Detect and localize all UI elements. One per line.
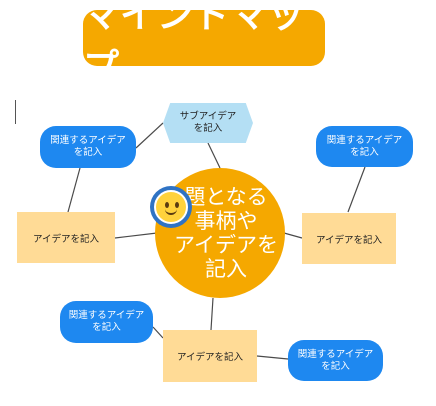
sub-idea-node[interactable]: サブアイデア を記入 <box>163 103 253 143</box>
connector-center-left <box>114 232 158 239</box>
connector-center-right <box>283 232 303 239</box>
connector-right-related <box>347 166 366 213</box>
idea-node-bottom[interactable]: アイデアを記入 <box>163 330 257 382</box>
connector-left-related <box>67 167 81 213</box>
connector-bottom-right-related <box>256 355 289 360</box>
idea-node-right[interactable]: アイデアを記入 <box>302 213 396 264</box>
connector-sub-related <box>135 122 164 149</box>
connector-center-sub <box>207 142 221 169</box>
connector-bottom-left-related <box>152 326 164 339</box>
related-idea-node-bottom-right[interactable]: 関連するアイデア を記入 <box>288 340 383 381</box>
related-idea-node-top-left[interactable]: 関連するアイデア を記入 <box>40 126 136 168</box>
page-title: マインドマップ <box>83 0 325 88</box>
connector-center-bottom <box>210 297 214 331</box>
related-idea-node-top-right[interactable]: 関連するアイデア を記入 <box>316 126 413 167</box>
central-topic-text: 題となる 事柄や アイデアを 記入 <box>174 185 278 281</box>
idea-node-left[interactable]: アイデアを記入 <box>17 212 115 263</box>
vertical-tick-mark <box>15 100 16 124</box>
smiley-face-icon <box>150 186 192 228</box>
related-idea-node-bottom-left[interactable]: 関連するアイデア を記入 <box>60 301 153 343</box>
